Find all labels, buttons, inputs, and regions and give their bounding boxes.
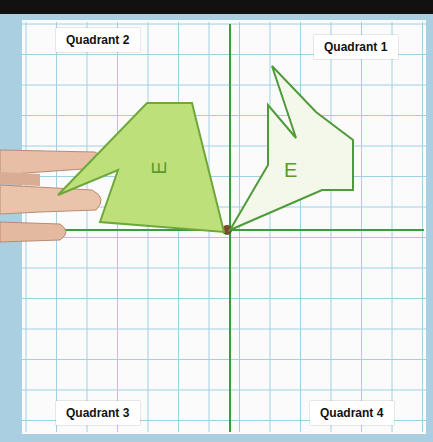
- shape-letter: E: [149, 161, 169, 174]
- quadrant-label: Quadrant 2: [56, 28, 140, 52]
- quadrant-label: Quadrant 1: [314, 35, 398, 59]
- quadrant-name: Quadrant 2: [66, 33, 130, 47]
- shape-path: [230, 66, 353, 230]
- figure-shape: E: [224, 60, 360, 236]
- grid-paper: [22, 20, 426, 434]
- shape-path: [58, 103, 224, 232]
- figure-shape: E: [55, 95, 235, 237]
- quadrant-name: Quadrant 4: [320, 406, 384, 420]
- shape-outline: [55, 95, 235, 237]
- shape-outline: [224, 60, 360, 236]
- quadrant-name: Quadrant 3: [66, 406, 130, 420]
- shape-letter: E: [284, 160, 297, 180]
- quadrant-label: Quadrant 3: [56, 401, 140, 425]
- top-bar: [0, 0, 433, 14]
- quadrant-label: Quadrant 4: [310, 401, 394, 425]
- grid-lines: [22, 22, 426, 432]
- quadrant-name: Quadrant 1: [324, 40, 388, 54]
